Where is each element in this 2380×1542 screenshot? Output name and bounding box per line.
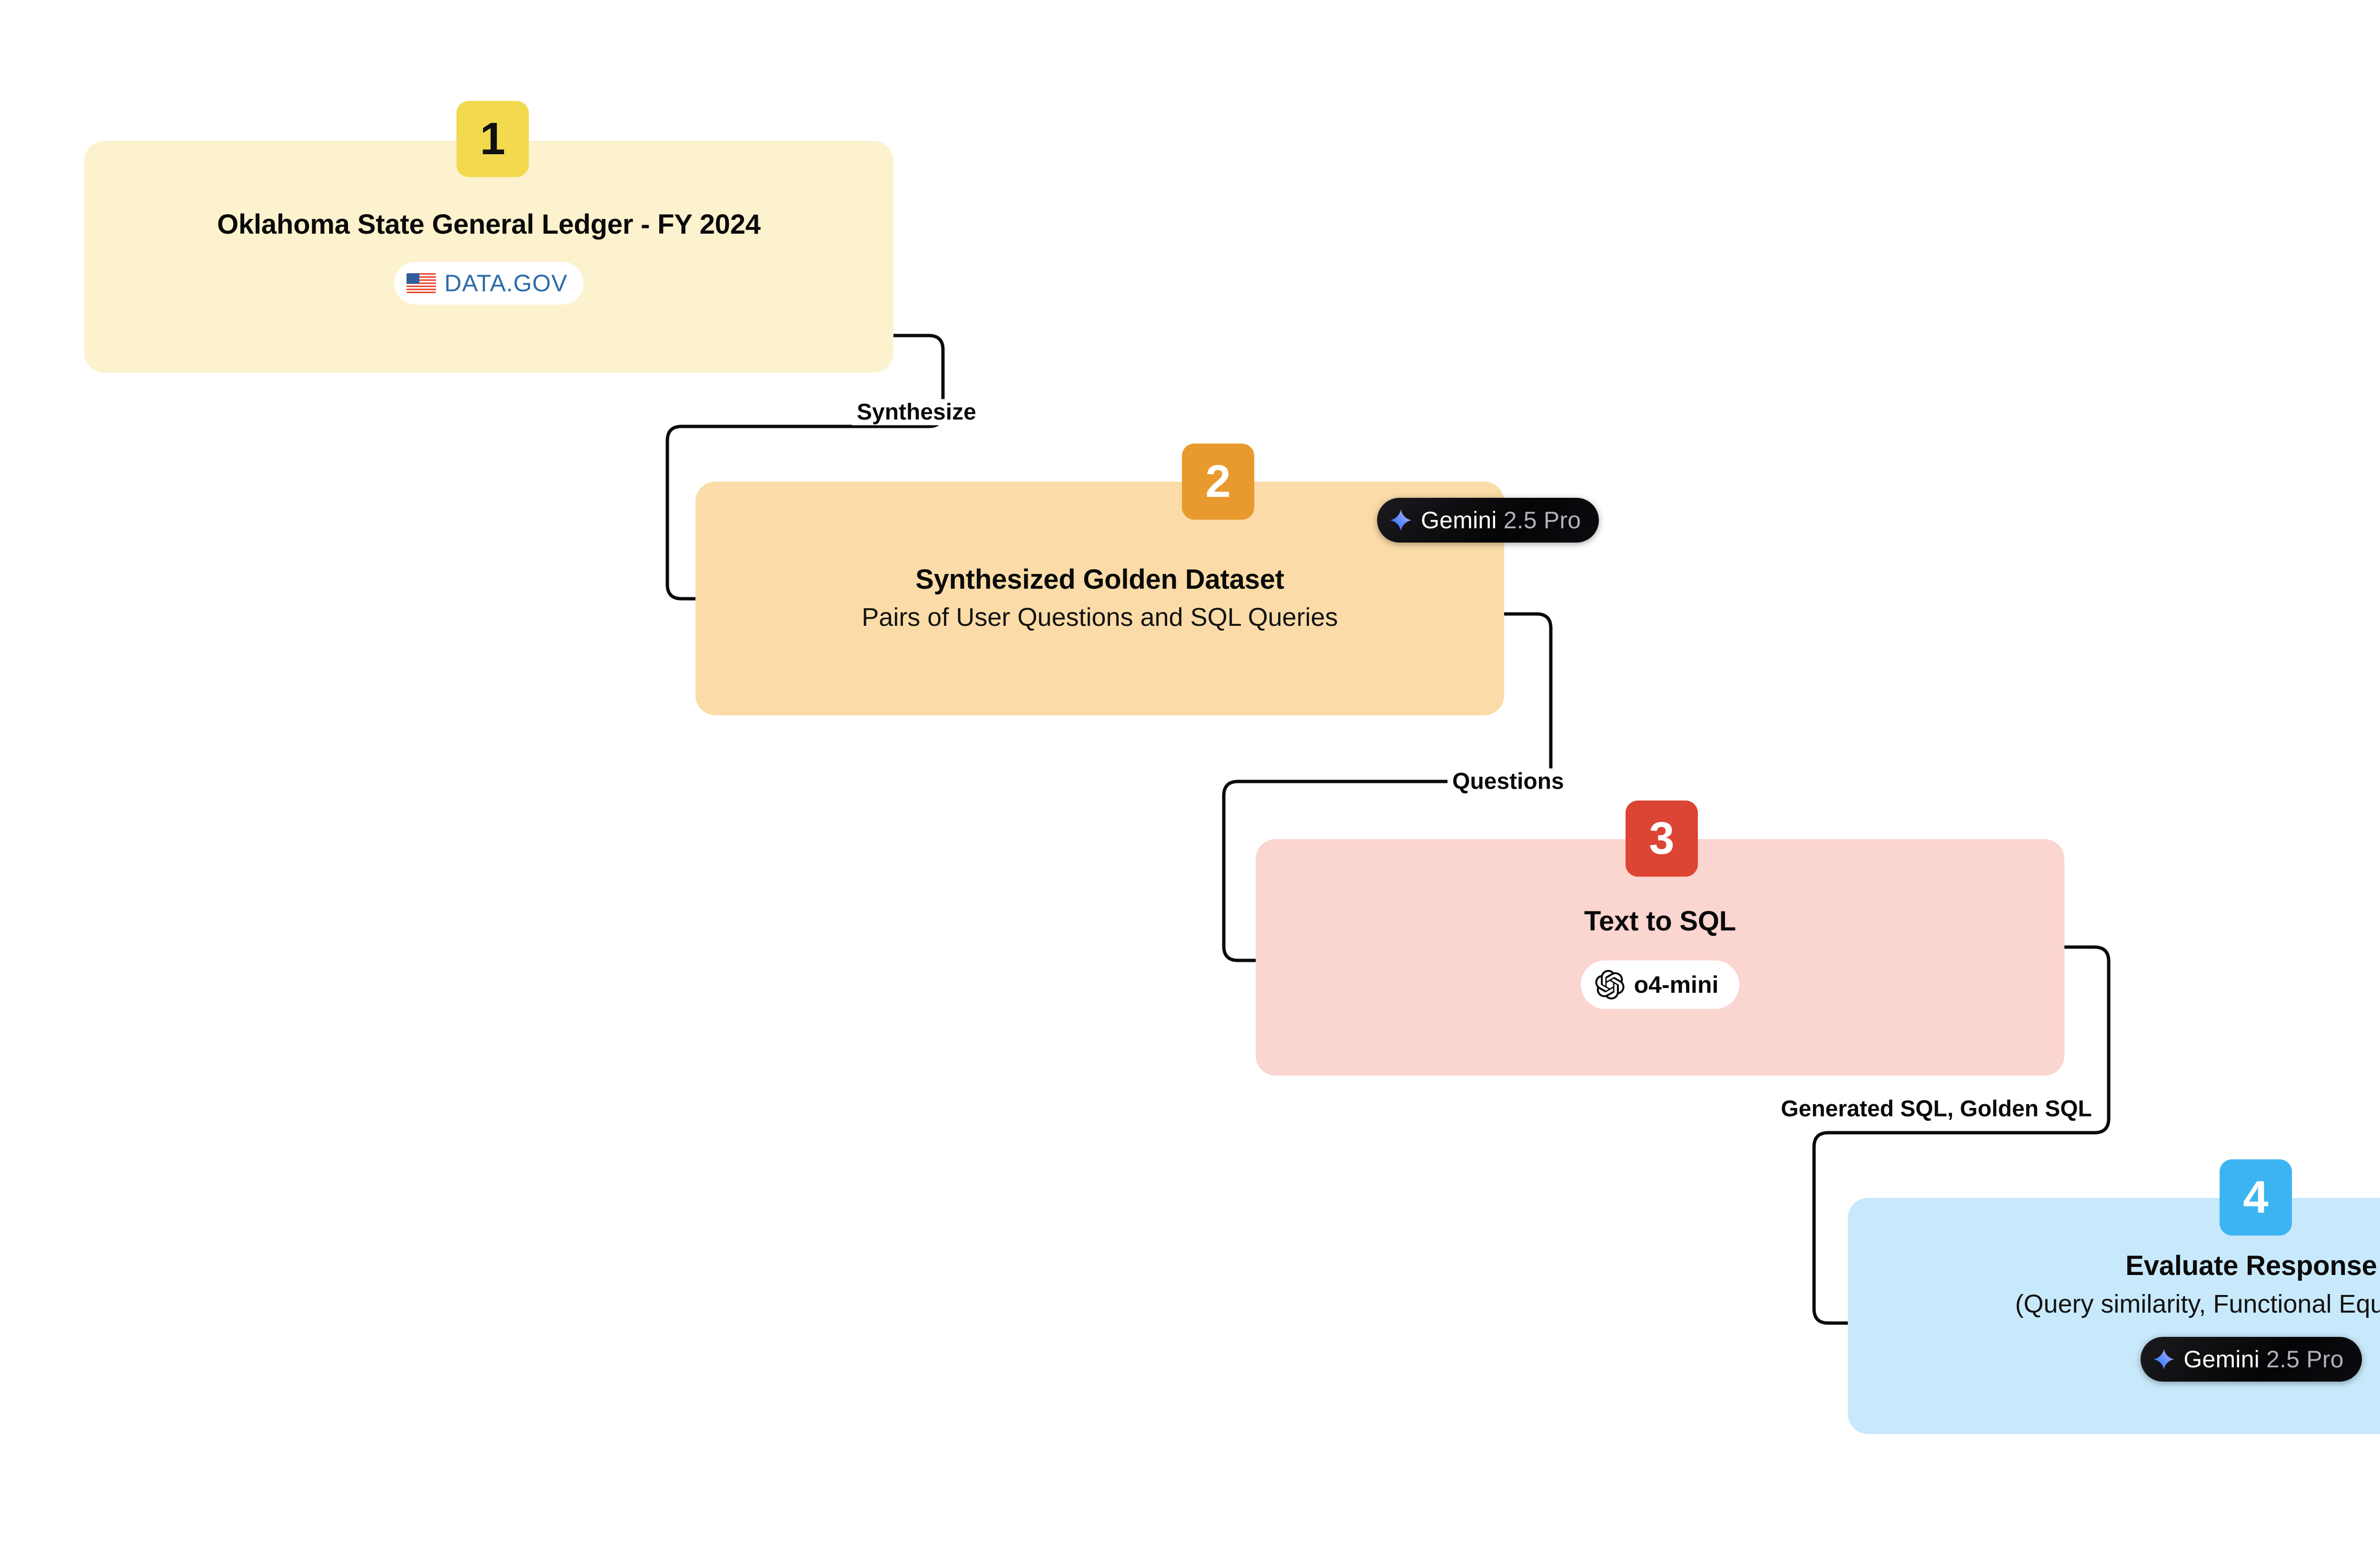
gemini-label-step-2: Gemini 2.5 Pro — [1421, 507, 1581, 534]
openai-logo-icon — [1595, 969, 1625, 999]
step-2-title: Synthesized Golden Dataset — [915, 563, 1284, 595]
datagov-label: DATA.GOV — [444, 269, 568, 297]
step-number-badge-4: 4 — [2220, 1159, 2292, 1236]
step-4-subtitle: (Query similarity, Functional Equivalanc… — [2015, 1289, 2380, 1318]
gemini-badge-step-4[interactable]: Gemini 2.5 Pro — [2141, 1336, 2362, 1382]
step-card-3[interactable]: Text to SQL o4-mini — [1256, 839, 2064, 1076]
us-flag-icon — [406, 273, 436, 293]
openai-label: o4-mini — [1634, 971, 1719, 998]
step-card-1[interactable]: Oklahoma State General Ledger - FY 2024 — [84, 141, 893, 373]
gemini-sparkle-icon — [2153, 1348, 2175, 1370]
connector-label-synthesize: Synthesize — [852, 399, 981, 425]
step-3-title: Text to SQL — [1584, 906, 1736, 937]
gemini-badge-step-2[interactable]: Gemini 2.5 Pro — [1377, 498, 1599, 543]
step-number-4: 4 — [2243, 1172, 2269, 1223]
step-number-badge-1: 1 — [456, 101, 529, 177]
gemini-label-step-4: Gemini 2.5 Pro — [2183, 1345, 2344, 1373]
step-1-title: Oklahoma State General Ledger - FY 2024 — [217, 209, 761, 240]
step-card-2[interactable]: Synthesized Golden Dataset Pairs of User… — [695, 482, 1504, 715]
datagov-badge[interactable]: DATA.GOV — [394, 261, 584, 305]
connector-label-generated-sql: Generated SQL, Golden SQL — [1776, 1096, 2097, 1122]
step-number-badge-3: 3 — [1626, 801, 1698, 877]
step-number-2: 2 — [1205, 456, 1231, 507]
openai-badge[interactable]: o4-mini — [1580, 960, 1740, 1009]
step-number-1: 1 — [480, 113, 506, 164]
step-number-3: 3 — [1649, 813, 1675, 864]
gemini-sparkle-icon — [1389, 509, 1412, 532]
step-4-title: Evaluate Response — [2125, 1250, 2377, 1282]
connector-label-questions: Questions — [1448, 768, 1569, 795]
step-2-subtitle: Pairs of User Questions and SQL Queries — [862, 603, 1338, 632]
step-number-badge-2: 2 — [1182, 444, 1254, 520]
step-card-4[interactable]: Evaluate Response (Query similarity, Fun… — [1848, 1198, 2380, 1434]
